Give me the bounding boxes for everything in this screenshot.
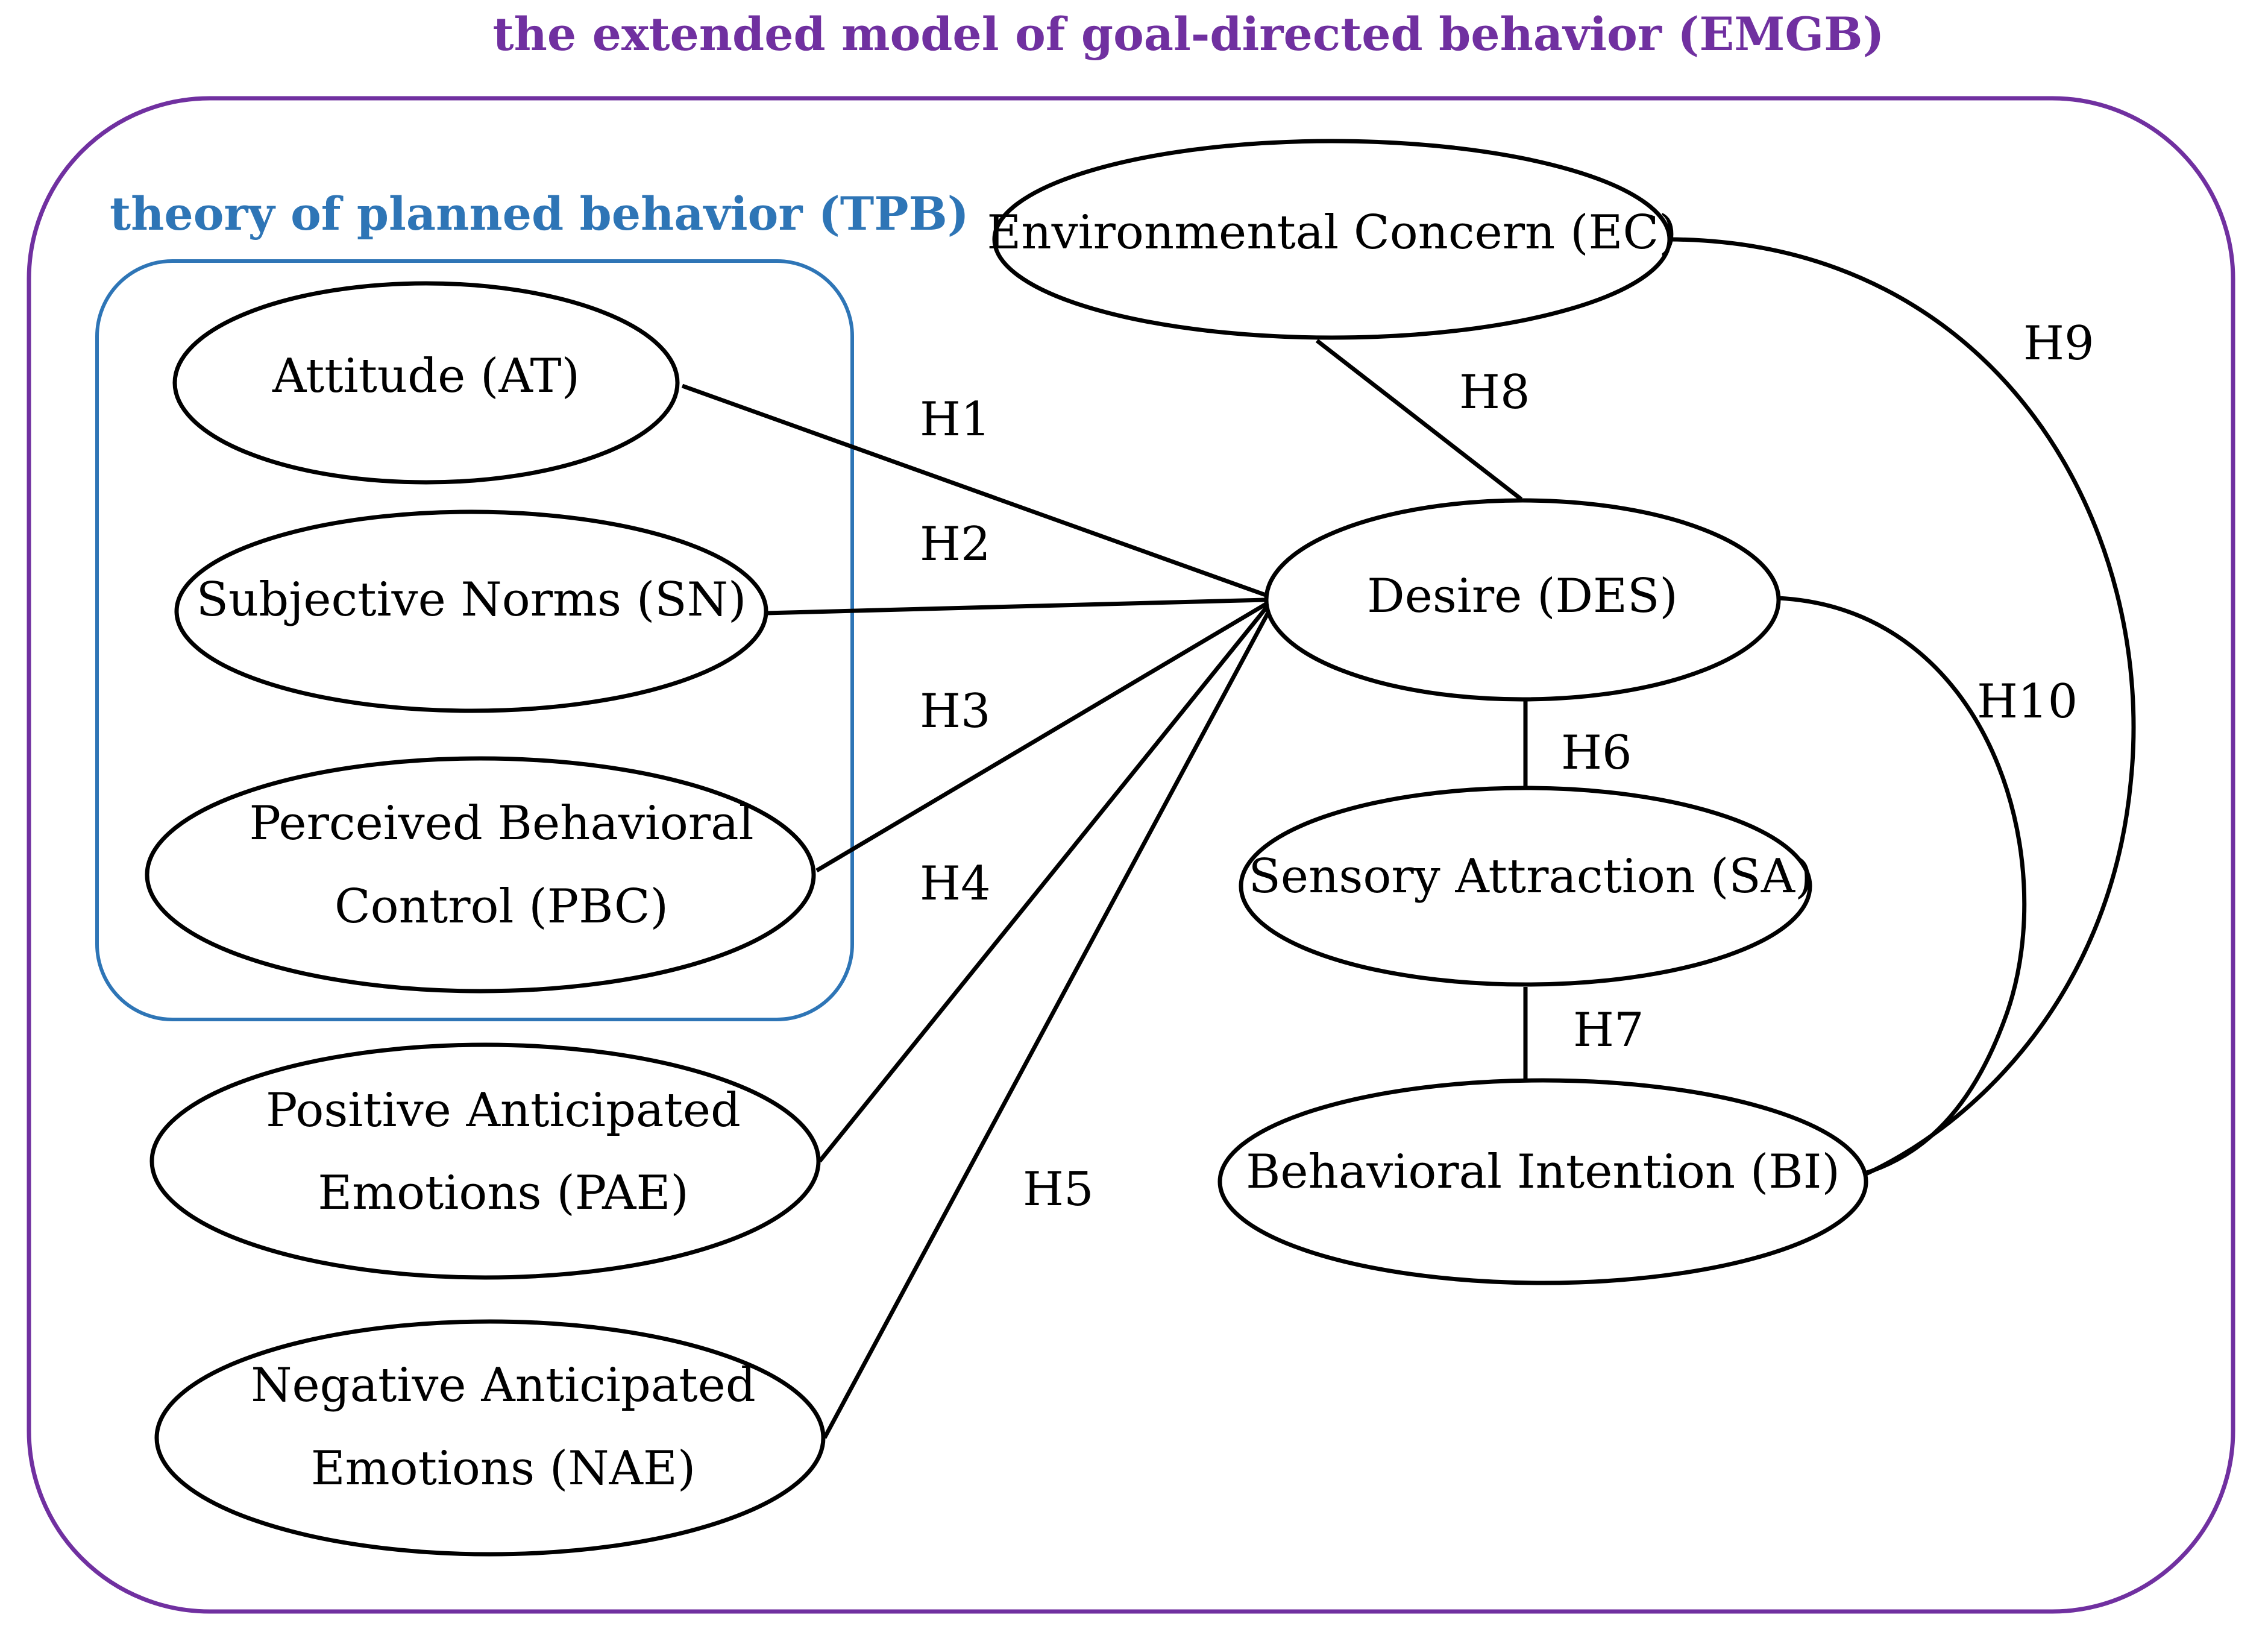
tpb-frame xyxy=(95,259,854,1021)
node-negative-anticipated-emotions: Negative Anticipated Emotions (NAE) xyxy=(154,1319,826,1557)
edge-h3 xyxy=(815,601,1268,873)
node-environmental-concern: Environmental Concern (EC) xyxy=(987,139,1677,340)
edge-label-h4: H4 xyxy=(920,857,991,911)
edge-h8 xyxy=(1315,339,1523,501)
edges-group xyxy=(681,237,2136,1439)
emgb-frame xyxy=(27,96,2235,1614)
node-sensory-attraction-label: Sensory Attraction (SA) xyxy=(1249,849,1814,904)
node-pbc-label-line1: Perceived Behavioral xyxy=(249,796,753,851)
node-pae-label-line1: Positive Anticipated xyxy=(266,1083,741,1138)
node-desire-label: Desire (DES) xyxy=(1367,569,1678,623)
node-behavioral-intention: Behavioral Intention (BI) xyxy=(1217,1078,1868,1285)
node-desire: Desire (DES) xyxy=(1264,498,1781,702)
node-subjective-norms: Subjective Norms (SN) xyxy=(174,509,768,713)
node-nae-label-line1: Negative Anticipated xyxy=(251,1358,756,1413)
node-environmental-concern-label: Environmental Concern (EC) xyxy=(987,206,1677,260)
edge-h5 xyxy=(822,606,1274,1439)
emgb-frame-title: the extended model of goal-directed beha… xyxy=(493,7,1885,61)
edge-labels-group: H1 H2 H3 H4 H5 H6 H7 H8 H9 H10 xyxy=(920,317,2094,1217)
edge-label-h2: H2 xyxy=(920,517,991,572)
node-behavioral-intention-label: Behavioral Intention (BI) xyxy=(1246,1145,1840,1199)
node-attitude-label: Attitude (AT) xyxy=(272,349,580,403)
edge-label-h7: H7 xyxy=(1573,1003,1644,1057)
edge-h9 xyxy=(1669,237,2136,1188)
edge-h1 xyxy=(681,383,1266,597)
edge-h2 xyxy=(765,600,1266,616)
node-sensory-attraction: Sensory Attraction (SA) xyxy=(1239,786,1814,987)
edge-label-h9: H9 xyxy=(2023,317,2094,371)
edge-label-h8: H8 xyxy=(1459,365,1530,420)
node-perceived-behavioral-control: Perceived Behavioral Control (PBC) xyxy=(145,756,816,994)
node-pae-label-line2: Emotions (PAE) xyxy=(318,1166,689,1220)
edge-label-h1: H1 xyxy=(920,392,991,447)
edge-label-h5: H5 xyxy=(1023,1162,1094,1217)
edge-label-h10: H10 xyxy=(1977,675,2078,729)
edge-h4 xyxy=(818,603,1271,1163)
node-attitude: Attitude (AT) xyxy=(172,281,680,485)
edge-h10 xyxy=(1777,596,2027,1181)
node-subjective-norms-label: Subjective Norms (SN) xyxy=(196,573,747,627)
edge-label-h6: H6 xyxy=(1561,726,1632,780)
node-positive-anticipated-emotions: Positive Anticipated Emotions (PAE) xyxy=(149,1042,821,1280)
node-pbc-label-line2: Control (PBC) xyxy=(335,880,668,934)
edge-label-h3: H3 xyxy=(920,684,991,739)
node-nae-label-line2: Emotions (NAE) xyxy=(311,1441,696,1496)
tpb-frame-title: theory of planned behavior (TPB) xyxy=(110,187,969,241)
